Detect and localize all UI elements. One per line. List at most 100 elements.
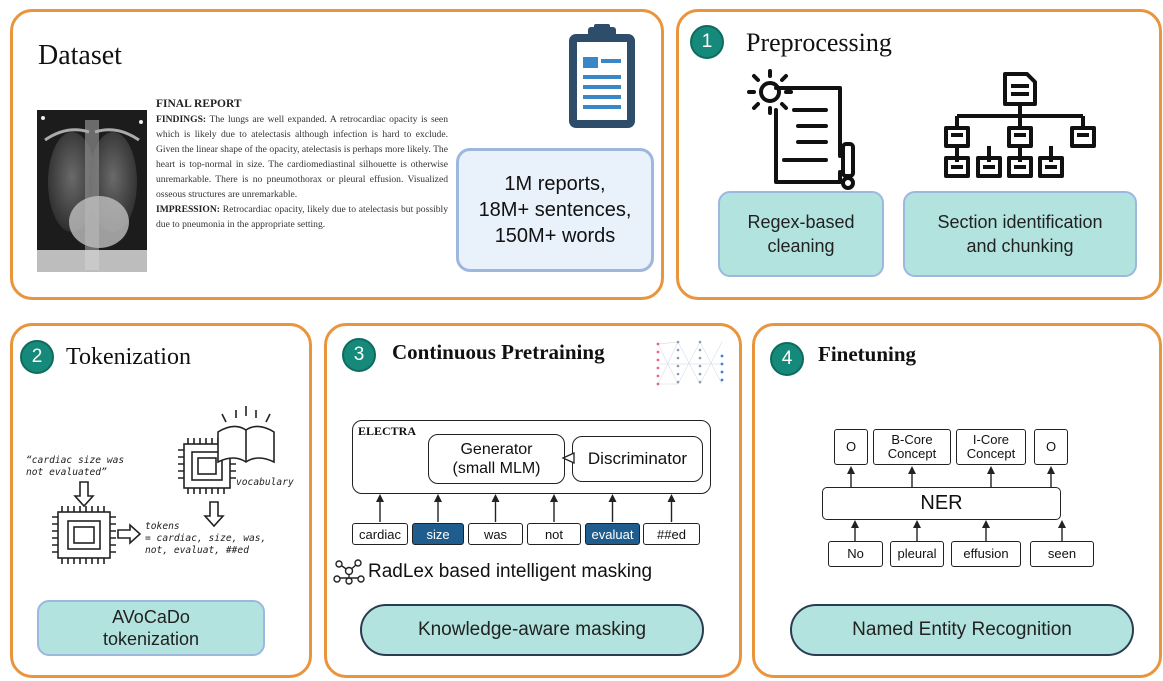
electra-label: ELECTRA: [358, 424, 417, 438]
tokens-label: tokens: [145, 521, 180, 532]
generator-line-2: (small MLM): [452, 460, 541, 477]
step-badge-2: 2: [20, 340, 54, 374]
pretraining-token-arrows: [376, 494, 676, 522]
ner-arrow-head: [987, 466, 995, 474]
pretraining-token: size: [412, 523, 464, 545]
pretraining-token: cardiac: [352, 523, 408, 545]
preprocessing-title: Preprocessing: [746, 28, 892, 57]
ner-arrow-head: [847, 466, 855, 474]
generator-box: Generator (small MLM): [428, 434, 565, 484]
ner-output-label: O: [834, 429, 868, 465]
findings-label: FINDINGS:: [156, 114, 207, 125]
regex-cleaning-box: Regex-based cleaning: [718, 191, 884, 277]
ner-output-label-line: O: [1045, 438, 1057, 454]
generator-to-discriminator-arrow: [561, 451, 575, 465]
quote-line-2: not evaluated”: [26, 467, 107, 478]
ner-output-label-text: O: [1045, 438, 1057, 454]
stat-words: 150M+ words: [494, 225, 616, 247]
token-arrow-head: [550, 494, 558, 502]
regex-line-2: cleaning: [767, 236, 835, 256]
pretraining-token: was: [468, 523, 523, 545]
pretraining-title: Continuous Pretraining: [392, 340, 605, 364]
chest-xray-image: [37, 110, 147, 272]
step-badge-4: 4: [770, 342, 804, 376]
findings-text: The lungs are well expanded. A retrocard…: [156, 114, 448, 200]
neural-network-icon: [656, 340, 724, 386]
discriminator-box: Discriminator: [572, 436, 703, 482]
impression-label: IMPRESSION:: [156, 204, 220, 215]
ner-input-token: pleural: [890, 541, 944, 567]
ner-input-token: seen: [1030, 541, 1094, 567]
dataset-title: Dataset: [38, 40, 122, 71]
token-arrow-head: [434, 494, 442, 502]
report-findings: FINDINGS: The lungs are well expanded. A…: [156, 112, 448, 202]
radiology-report: FINAL REPORT FINDINGS: The lungs are wel…: [156, 97, 448, 232]
ner-output-arrows: [847, 466, 1055, 487]
ner-arrow-head: [851, 520, 859, 528]
section-line-1: Section identification: [937, 211, 1103, 232]
ner-output-label-line: I-Core: [972, 431, 1010, 447]
ner-label: NER: [920, 492, 963, 514]
ner-arrow-head: [1047, 466, 1055, 474]
avocado-line-1: AVoCaDo: [112, 606, 190, 627]
generator-line-1: Generator: [460, 440, 533, 458]
ner-output-label-text: O: [845, 438, 857, 454]
ner-arrow-head: [982, 520, 990, 528]
input-sentence-quote: “cardiac size was not evaluated”: [26, 455, 124, 479]
avocado-line-2: tokenization: [102, 629, 200, 649]
token-arrow-head: [491, 494, 500, 502]
ner-input-arrows: [851, 520, 1066, 541]
tokens-line-1: = cardiac, size, was,: [145, 533, 267, 544]
tokenization-title: Tokenization: [66, 344, 191, 370]
radlex-network-icon: [333, 559, 365, 585]
ner-pill-label: Named Entity Recognition: [852, 619, 1072, 640]
report-impression: IMPRESSION: Retrocardiac opacity, likely…: [156, 202, 448, 232]
ner-output-label-line: O: [845, 438, 857, 454]
regex-line-1: Regex-based: [747, 211, 855, 232]
step-badge-1: 1: [690, 25, 724, 59]
pretraining-token: not: [527, 523, 581, 545]
tokenization-sketch: [52, 406, 275, 564]
clipboard-icon: [569, 24, 635, 128]
discriminator-label: Discriminator: [587, 449, 688, 468]
ner-output-label-line: B-Core: [891, 431, 933, 447]
stat-sentences: 18M+ sentences,: [478, 199, 632, 221]
ner-input-token: No: [828, 541, 883, 567]
token-arrow-head: [667, 494, 676, 502]
knowledge-aware-masking-label: Knowledge-aware masking: [417, 619, 647, 640]
tokens-line-2: not, evaluat, ##ed: [145, 545, 249, 556]
ner-pill: Named Entity Recognition: [790, 604, 1134, 656]
pretraining-token: evaluat: [585, 523, 640, 545]
ner-input-token: effusion: [951, 541, 1021, 567]
radlex-masking-text: RadLex based intelligent masking: [368, 561, 653, 582]
report-heading: FINAL REPORT: [156, 98, 242, 110]
dataset-stats-box: 1M reports, 18M+ sentences, 150M+ words: [456, 148, 654, 272]
impression-text: Retrocardiac opacity, likely due to atel…: [156, 204, 448, 230]
quote-line-1: “cardiac size was: [26, 455, 125, 466]
hierarchy-icon: [944, 72, 1096, 178]
section-line-2: and chunking: [966, 236, 1074, 256]
stat-reports: 1M reports,: [504, 173, 606, 195]
vocabulary-label: vocabulary: [236, 477, 294, 488]
tokens-output: = cardiac, size, was, not, evaluat, ##ed: [145, 533, 266, 557]
document-gear-icon: [747, 69, 855, 190]
ner-arrow-head: [908, 466, 916, 474]
knowledge-aware-masking-pill: Knowledge-aware masking: [360, 604, 704, 656]
step-badge-3: 3: [342, 338, 376, 372]
ner-output-label-line: Concept: [887, 446, 937, 461]
ner-arrow-head: [1058, 520, 1066, 528]
ner-box: NER: [822, 487, 1061, 520]
ner-arrow-head: [913, 520, 921, 528]
finetuning-title: Finetuning: [818, 342, 917, 366]
ner-output-label-line: Concept: [966, 446, 1016, 461]
token-arrow-head: [376, 494, 384, 502]
ner-output-label: O: [1034, 429, 1068, 465]
token-arrow-head: [608, 494, 617, 502]
pretraining-token: ##ed: [643, 523, 700, 545]
section-chunking-box: Section identification and chunking: [903, 191, 1137, 277]
